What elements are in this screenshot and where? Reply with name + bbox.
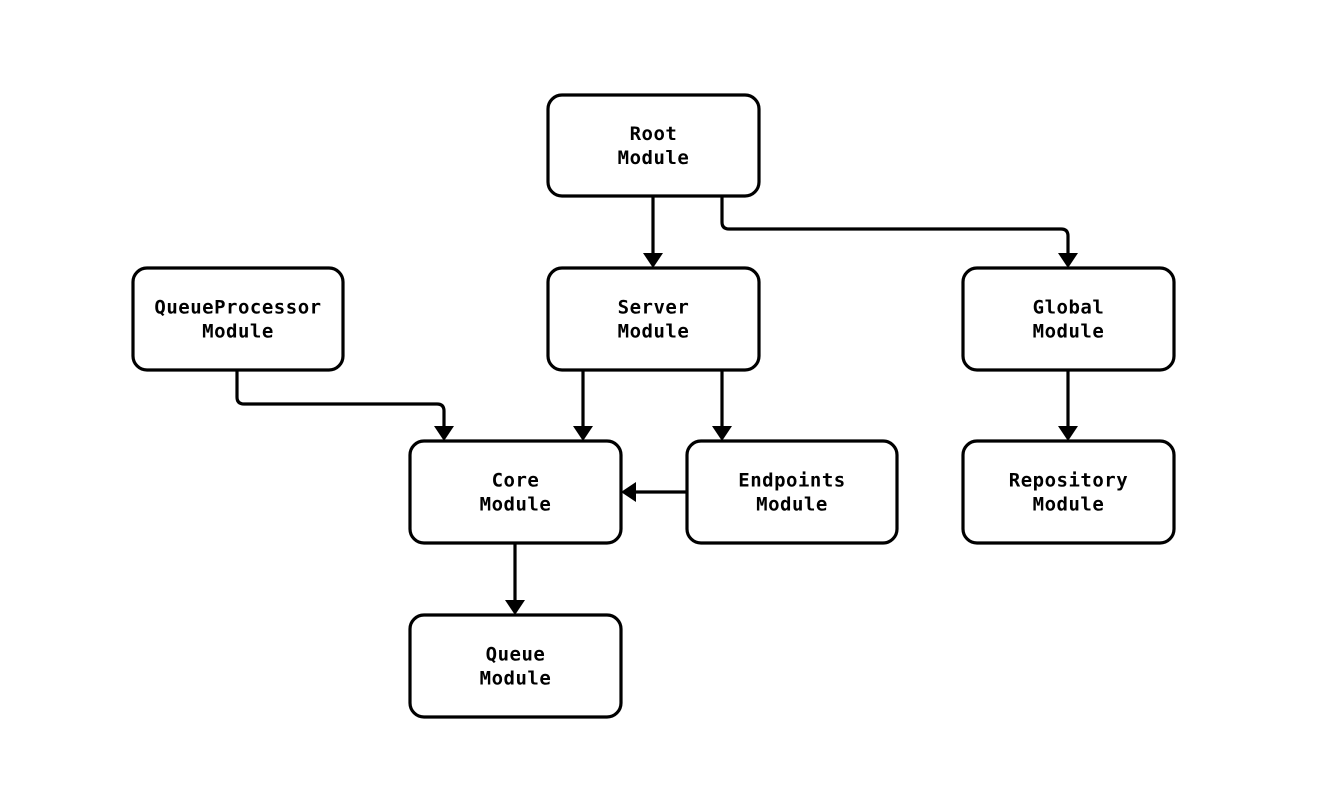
edge-server-to-endpoints-arrowhead: [712, 426, 732, 441]
edge-root-to-server-arrowhead: [643, 253, 663, 268]
edge-endpoints-to-core-arrowhead: [621, 482, 636, 502]
repository-module-box[interactable]: [961, 439, 1176, 545]
global-module-box[interactable]: [961, 266, 1176, 372]
core-module-label-line2: Module: [480, 494, 552, 516]
endpoints-module-box[interactable]: [685, 439, 899, 545]
edge-queueprocessor-to-core: [235, 370, 454, 441]
edge-core-to-queue-arrowhead: [505, 600, 525, 615]
queue-module-label-line1: Queue: [486, 644, 546, 666]
nodes-layer: RootModuleQueueProcessorModuleServerModu…: [131, 93, 1176, 719]
global-module-label-line1: Global: [1033, 297, 1105, 319]
repository-module-label-line1: Repository: [1009, 470, 1128, 492]
edge-core-to-queue: [505, 543, 525, 615]
edge-server-to-core-arrowhead: [573, 426, 593, 441]
edge-global-to-repository-arrowhead: [1058, 426, 1078, 441]
queueprocessor-module-box[interactable]: [131, 266, 345, 372]
edge-root-to-global: [720, 196, 1078, 268]
edge-queueprocessor-to-core-arrowhead: [434, 426, 454, 441]
queueprocessor-module-label-line1: QueueProcessor: [154, 297, 321, 319]
edges-layer: [235, 196, 1078, 615]
edge-endpoints-to-core: [621, 482, 687, 502]
core-module-box[interactable]: [408, 439, 623, 545]
server-module-label-line2: Module: [618, 321, 690, 343]
edge-global-to-repository: [1058, 370, 1078, 441]
queue-module-label-line2: Module: [480, 668, 552, 690]
repository-module-label-line2: Module: [1033, 494, 1105, 516]
root-module-box[interactable]: [546, 93, 761, 198]
edge-server-to-core: [573, 370, 593, 441]
edge-root-to-global-arrowhead: [1058, 253, 1078, 268]
queueprocessor-module-label-line2: Module: [202, 321, 274, 343]
root-module-label-line2: Module: [618, 147, 690, 169]
edge-root-to-server: [643, 196, 663, 268]
server-module-box[interactable]: [546, 266, 761, 372]
edge-queueprocessor-to-core-line: [235, 370, 446, 427]
edge-root-to-global-line: [720, 196, 1070, 254]
root-module-label-line1: Root: [630, 123, 678, 145]
global-module-label-line2: Module: [1033, 321, 1105, 343]
server-module-label-line1: Server: [618, 297, 690, 319]
edge-server-to-endpoints: [712, 370, 732, 441]
core-module-label-line1: Core: [492, 470, 540, 492]
endpoints-module-label-line2: Module: [756, 494, 828, 516]
queue-module-box[interactable]: [408, 613, 623, 719]
endpoints-module-label-line1: Endpoints: [738, 470, 845, 492]
